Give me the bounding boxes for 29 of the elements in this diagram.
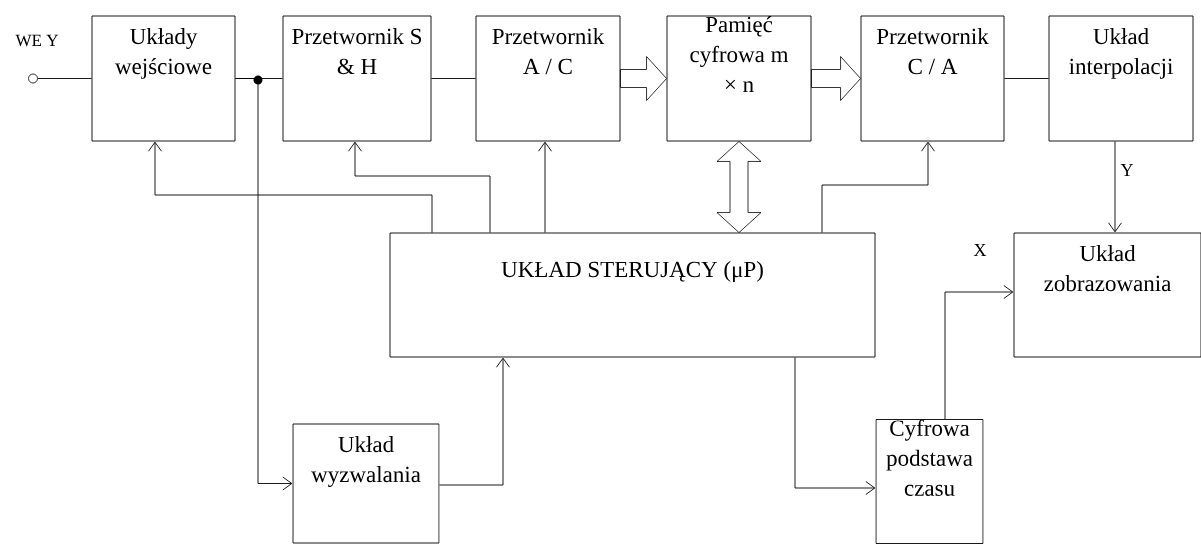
block-box: UKŁAD STERUJĄCY (μP) [389,232,876,358]
arrow [821,141,935,233]
arrow [148,141,433,233]
connector-line [1004,78,1049,79]
block-box: Przetwornik S & H [282,15,432,142]
block-arrow [620,56,667,101]
connector-line [431,78,476,79]
arrow [235,78,293,491]
arrow [348,141,491,233]
arrow [944,285,1014,420]
block-arrow [811,56,861,101]
block-box: Układ wyzwalania [292,423,440,544]
block-box: Pamięć cyfrowa m × n [666,15,812,142]
edge-label: X [972,243,988,257]
arrow [538,141,552,233]
input-terminal [28,73,38,84]
arrow [439,357,510,486]
block-arrow [716,141,762,233]
block-box: Przetwornik C / A [860,15,1005,142]
arrow [794,357,876,495]
block-box: Układ interpolacji [1048,15,1194,142]
block-box: Cyfrowa podstawa czasu [875,419,984,544]
block-box: Układ zobrazowania [1013,232,1201,358]
edge-label: Y [1119,163,1135,177]
arrow [1108,141,1122,233]
block-box: Przetwornik A / C [475,15,621,142]
terminal-label: WE Y [15,34,59,47]
block-box: Układy wejściowe [91,15,236,142]
connector-line [37,78,92,79]
